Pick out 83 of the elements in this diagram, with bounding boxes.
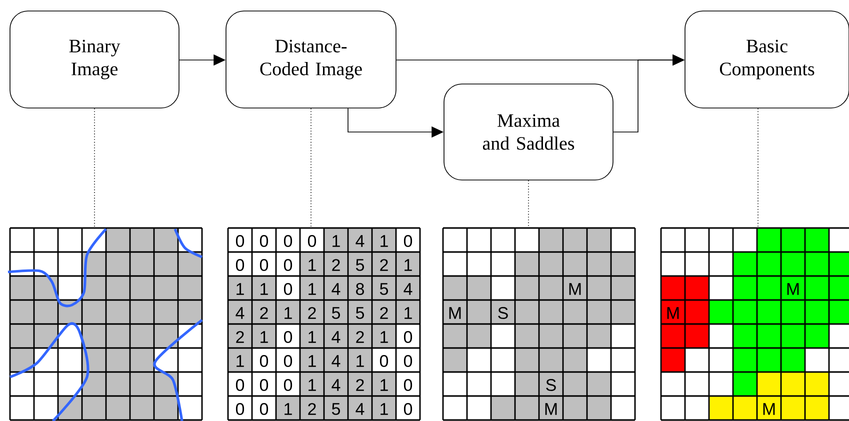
- cell-letter: M: [449, 307, 461, 319]
- grid-number: 1: [308, 379, 316, 391]
- grid-number: 5: [356, 307, 364, 319]
- grid-number: 8: [356, 283, 364, 295]
- grid-number: 1: [260, 331, 268, 343]
- grid-number: 4: [404, 283, 412, 295]
- grid-number: 4: [332, 379, 340, 391]
- grid-drawing: [660, 227, 849, 421]
- grid-number: 1: [404, 259, 412, 271]
- grid-number: 0: [308, 235, 316, 247]
- grid-number: 0: [404, 331, 412, 343]
- grid-number: 0: [404, 379, 412, 391]
- grid-number: 4: [332, 331, 340, 343]
- grid-number: 2: [332, 259, 340, 271]
- cell-letter: M: [569, 283, 581, 295]
- grid-number: 0: [404, 403, 412, 415]
- grid-number: 1: [236, 283, 244, 295]
- process-box: Binary Image: [10, 10, 180, 108]
- grid-number: 0: [236, 235, 244, 247]
- grid-number: 2: [236, 331, 244, 343]
- grid-number: 1: [308, 355, 316, 367]
- cell-letter: M: [763, 403, 775, 415]
- grid-number: 1: [380, 403, 388, 415]
- grid-number: 0: [284, 259, 292, 271]
- grid-number: 4: [356, 235, 364, 247]
- grid-number: 2: [308, 403, 316, 415]
- grid-number: 0: [284, 379, 292, 391]
- grid-number: 1: [284, 403, 292, 415]
- grid-drawing: [227, 227, 421, 421]
- cell-letter: S: [546, 379, 556, 391]
- grid-number: 4: [332, 283, 340, 295]
- grid-number: 5: [380, 283, 388, 295]
- grid-number: 0: [260, 235, 268, 247]
- grid-number: 0: [284, 355, 292, 367]
- grid-number: 5: [332, 403, 340, 415]
- grid-number: 0: [284, 331, 292, 343]
- grid-number: 0: [260, 403, 268, 415]
- grid-number: 0: [380, 355, 388, 367]
- grid-number: 1: [308, 283, 316, 295]
- cell-letter: M: [545, 403, 557, 415]
- leader-line: [310, 108, 312, 228]
- grid-number: 1: [308, 259, 316, 271]
- grid-number: 4: [332, 355, 340, 367]
- grid-number: 5: [332, 307, 340, 319]
- grid-number: 0: [236, 379, 244, 391]
- grid-number: 0: [260, 355, 268, 367]
- grid-number: 0: [404, 355, 412, 367]
- grid-number: 1: [332, 235, 340, 247]
- grid-number: 4: [356, 403, 364, 415]
- process-box: Maxima and Saddles: [444, 84, 614, 180]
- grid-number: 1: [380, 331, 388, 343]
- process-box: Basic Components: [684, 10, 849, 108]
- grid-number: 0: [236, 403, 244, 415]
- cell-letter: M: [787, 283, 799, 295]
- grid-number: 1: [284, 307, 292, 319]
- grid-number: 2: [308, 307, 316, 319]
- grid-number: 2: [356, 379, 364, 391]
- grid-number: 1: [404, 307, 412, 319]
- grid-number: 0: [284, 283, 292, 295]
- grid-number: 1: [260, 283, 268, 295]
- grid-number: 0: [260, 259, 268, 271]
- leader-line: [528, 180, 529, 228]
- grid-number: 1: [308, 331, 316, 343]
- grid-number: 1: [356, 355, 364, 367]
- grid-number: 0: [404, 235, 412, 247]
- grid-number: 1: [380, 379, 388, 391]
- grid-number: 0: [236, 259, 244, 271]
- grid-number: 2: [356, 331, 364, 343]
- grid-number: 0: [260, 379, 268, 391]
- grid-number: 2: [380, 259, 388, 271]
- leader-line: [94, 108, 95, 228]
- process-box: Distance-Coded Image: [226, 10, 396, 108]
- grid-drawing: [8, 227, 203, 421]
- grid-drawing: [442, 227, 636, 421]
- cell-letter: M: [667, 307, 679, 319]
- grid-number: 4: [236, 307, 244, 319]
- grid-number: 1: [380, 235, 388, 247]
- grid-number: 2: [260, 307, 268, 319]
- grid-number: 1: [236, 355, 244, 367]
- grid-number: 0: [284, 235, 292, 247]
- grid-number: 2: [380, 307, 388, 319]
- grid-number: 5: [356, 259, 364, 271]
- cell-letter: S: [498, 307, 508, 319]
